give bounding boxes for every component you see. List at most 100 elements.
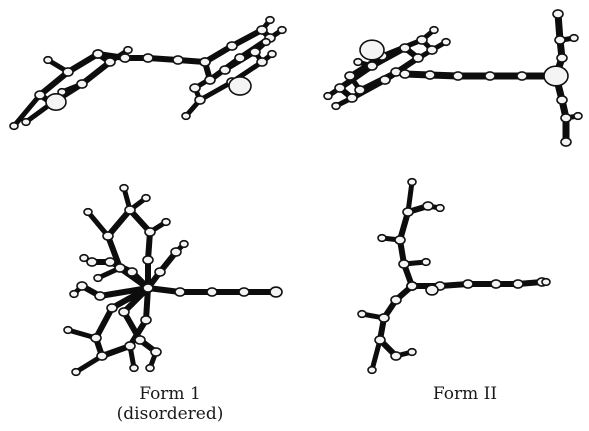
carbon-atom	[219, 65, 231, 75]
carbon-atom	[256, 25, 268, 35]
arm-bond	[93, 305, 115, 341]
carbon-atom	[366, 61, 378, 71]
form-2-caption: Form II	[395, 384, 535, 404]
carbon-atom	[34, 90, 46, 100]
hydrogen-atom	[353, 57, 363, 67]
carbon-atom	[76, 281, 88, 291]
carbon-atom	[344, 71, 356, 81]
hydrogen-atom	[441, 37, 451, 47]
terminal-atom	[269, 286, 283, 298]
hydrogen-atom	[83, 207, 93, 217]
ring-bond	[79, 59, 113, 87]
hydrogen-atom	[129, 363, 139, 373]
hydrogen-atom	[93, 273, 103, 283]
carbon-atom	[426, 45, 438, 55]
carbon-atom	[554, 35, 566, 45]
carbon-atom	[92, 49, 104, 59]
hydrogen-atom	[367, 365, 377, 375]
carbon-atom	[399, 69, 411, 79]
heteroatom-large	[359, 39, 385, 61]
carbon-atom	[238, 287, 250, 297]
arm-bond	[121, 309, 143, 343]
carbon-atom	[484, 71, 496, 81]
carbon-atom	[452, 71, 464, 81]
form-2-label: Form II	[432, 384, 498, 404]
heteroatom-large	[45, 93, 67, 112]
carbon-atom	[124, 341, 136, 351]
form-1-caption: Form 1 (disordered)	[95, 384, 245, 424]
carbon-atom	[412, 53, 424, 63]
carbon-atom	[90, 333, 102, 343]
carbon-atom	[390, 295, 402, 305]
carbon-atom	[140, 315, 152, 325]
carbon-atom	[170, 247, 182, 257]
carbon-atom	[142, 283, 154, 293]
heteroatom-large	[543, 65, 569, 87]
hydrogen-atom	[377, 233, 387, 243]
hydrogen-atom	[79, 253, 89, 263]
h-bond	[11, 92, 43, 129]
arm-bond	[97, 285, 151, 299]
ring-bond	[337, 63, 375, 91]
carbon-atom	[226, 41, 238, 51]
carbon-atom	[119, 53, 131, 63]
carbon-atom	[118, 307, 130, 317]
carbon-atom	[490, 279, 502, 289]
hydrogen-atom	[569, 33, 579, 43]
carbon-atom	[556, 95, 568, 105]
carbon-atom	[256, 57, 268, 67]
carbon-atom	[154, 267, 166, 277]
carbon-atom	[76, 79, 88, 89]
carbon-atom	[416, 35, 428, 45]
carbon-atom	[104, 257, 116, 267]
hydrogen-atom	[323, 91, 333, 101]
carbon-atom	[106, 303, 118, 313]
hydrogen-atom	[421, 257, 431, 267]
carbon-atom	[142, 255, 154, 265]
ring-bond	[37, 69, 71, 98]
ring-bond	[357, 69, 399, 93]
carbon-atom	[174, 287, 186, 297]
carbon-atom	[462, 279, 474, 289]
carbon-atom	[560, 113, 572, 123]
hydrogen-atom	[119, 183, 129, 193]
form-1-label: Form 1	[139, 384, 201, 404]
carbon-atom	[124, 205, 136, 215]
hydrogen-atom	[145, 363, 155, 373]
ring-bond	[197, 79, 235, 103]
carbon-atom	[374, 335, 386, 345]
carbon-atom	[126, 267, 138, 277]
hydrogen-atom	[179, 239, 189, 249]
carbon-atom	[94, 291, 106, 301]
hydrogen-atom	[357, 309, 367, 319]
carbon-atom	[114, 263, 126, 273]
hydrogen-atom	[123, 45, 133, 55]
hydrogen-atom	[407, 177, 417, 187]
carbon-atom	[398, 259, 410, 269]
carbon-atom	[378, 313, 390, 323]
hydrogen-atom	[541, 277, 551, 287]
carbon-atom	[560, 137, 572, 147]
carbon-atom	[104, 57, 116, 67]
carbon-atom	[390, 351, 402, 361]
carbon-atom	[189, 83, 201, 93]
hydrogen-atom	[331, 101, 341, 111]
hydrogen-atom	[71, 367, 81, 377]
hydrogen-atom	[181, 111, 191, 121]
arm-bond	[143, 285, 151, 323]
bonds-layer	[11, 10, 581, 375]
h-bond	[369, 337, 383, 373]
carbon-atom	[142, 53, 154, 63]
carbon-atom	[334, 83, 346, 93]
carbon-atom	[206, 287, 218, 297]
hydrogen-atom	[141, 193, 151, 203]
carbon-atom	[399, 43, 411, 53]
carbon-atom	[172, 55, 184, 65]
hydrogen-atom	[573, 111, 583, 121]
arm-bond	[121, 285, 151, 315]
carbon-atom	[512, 279, 524, 289]
carbon-atom	[402, 207, 414, 217]
carbon-atom	[96, 351, 108, 361]
hydrogen-atom	[265, 15, 275, 25]
carbon-atom	[379, 75, 391, 85]
